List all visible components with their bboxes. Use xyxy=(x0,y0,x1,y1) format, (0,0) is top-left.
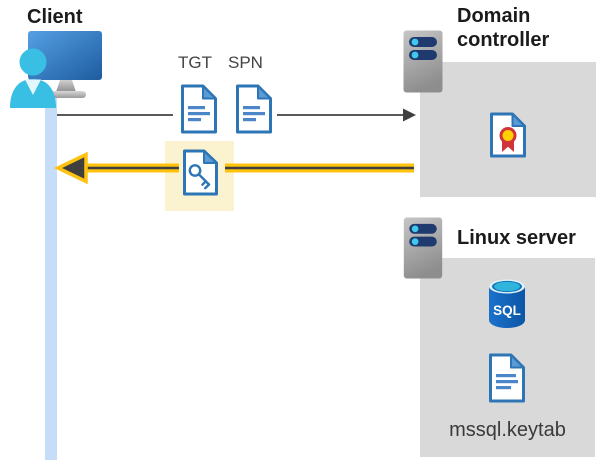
domain-controller-server-icon xyxy=(403,30,443,93)
tgt-label: TGT xyxy=(178,53,212,72)
response-arrow-icon xyxy=(53,151,414,185)
key-icon xyxy=(188,164,211,190)
spn-label: SPN xyxy=(228,53,263,72)
keytab-filename: mssql.keytab xyxy=(449,419,566,441)
key-ticket-document-icon xyxy=(183,149,218,196)
monitor-icon xyxy=(28,31,102,98)
certificate-document-icon xyxy=(490,112,526,158)
tgt-document-icon xyxy=(181,84,217,134)
client-label: Client xyxy=(27,6,83,28)
client-lifeline xyxy=(45,92,57,460)
sql-database-icon: SQL xyxy=(489,279,525,328)
sql-badge-text: SQL xyxy=(493,303,521,318)
linux-server-label: Linux server xyxy=(457,227,576,249)
domain-controller-label: Domain controller xyxy=(457,5,550,51)
linux-server-icon xyxy=(403,217,443,279)
keytab-document-icon xyxy=(489,353,525,403)
user-icon xyxy=(10,48,56,108)
client-workstation-icon xyxy=(10,31,102,108)
spn-document-icon xyxy=(236,84,272,134)
